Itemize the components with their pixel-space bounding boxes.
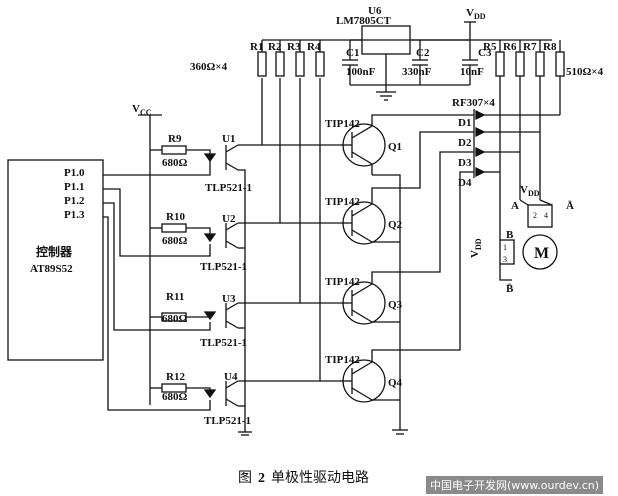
r2-ref: R2 — [268, 41, 282, 53]
pin-p1-2: P1.2 — [64, 195, 85, 207]
phase-b-bar-label: B̄ — [506, 283, 514, 295]
diode-d1 — [475, 109, 486, 121]
r9-value: 680Ω — [162, 157, 188, 169]
winding-a — [527, 204, 553, 228]
r12-ref: R12 — [166, 371, 185, 383]
vdd-side-label: VDD — [469, 238, 483, 258]
diode-d2 — [475, 126, 486, 138]
resistor-r7 — [535, 51, 545, 77]
d2-ref: D2 — [458, 137, 472, 149]
resistor-r2 — [275, 51, 285, 77]
u3-part: TLP521-1 — [200, 337, 247, 349]
phase-a-label: A — [511, 200, 519, 212]
r8-ref: R8 — [543, 41, 557, 53]
r7-ref: R7 — [523, 41, 537, 53]
opto-led-u4 — [203, 389, 217, 399]
opto-led-u1 — [203, 153, 217, 163]
motor-pin-2: 2 — [533, 211, 537, 220]
r1-ref: R1 — [250, 41, 263, 53]
controller-chip: AT89S52 — [30, 263, 73, 275]
u4-part: TLP521-1 — [204, 415, 251, 427]
controller-box — [7, 159, 104, 361]
resistor-r6 — [515, 51, 525, 77]
q1-ref: Q1 — [388, 141, 402, 153]
r12-value: 680Ω — [162, 391, 188, 403]
motor-pin-1: 1 — [503, 243, 507, 252]
controller-label: 控制器 — [36, 244, 73, 259]
d1-ref: D1 — [458, 117, 471, 129]
left-array-value: 360Ω×4 — [190, 61, 228, 73]
u4-ref: U4 — [224, 371, 238, 383]
c3-value: 10nF — [460, 66, 484, 78]
q4-ref: Q4 — [388, 377, 403, 389]
phase-b-label: B — [506, 229, 514, 241]
q3-part: TIP142 — [325, 276, 360, 288]
u1-ref: U1 — [222, 133, 235, 145]
diode-array-part: RF307×4 — [452, 97, 495, 109]
r5-ref: R5 — [483, 41, 497, 53]
q3-ref: Q3 — [388, 299, 403, 311]
d4-ref: D4 — [458, 177, 472, 189]
r3-ref: R3 — [287, 41, 301, 53]
u1-part: TLP521-1 — [205, 182, 252, 194]
resistor-r3 — [295, 51, 305, 77]
pin-p1-0: P1.0 — [64, 167, 85, 179]
pin-p1-3: P1.3 — [64, 209, 85, 221]
stepper-motor — [522, 234, 558, 270]
regulator-ref: U6 — [368, 5, 382, 17]
resistor-r1 — [257, 51, 267, 77]
u2-ref: U2 — [222, 213, 236, 225]
winding-b — [499, 239, 515, 265]
motor-pin-3: 3 — [503, 255, 507, 264]
resistor-r8 — [555, 51, 565, 77]
phase-a-bar-label: Ā — [566, 200, 574, 212]
u2-part: TLP521-1 — [200, 261, 247, 273]
r4-ref: R4 — [307, 41, 321, 53]
motor-pin-4: 4 — [544, 211, 548, 220]
c1-value: 100nF — [346, 66, 376, 78]
q4-part: TIP142 — [325, 354, 360, 366]
pin-p1-1: P1.1 — [64, 181, 84, 193]
c2-ref: C2 — [416, 47, 430, 59]
q2-part: TIP142 — [325, 196, 360, 208]
diode-d3 — [475, 146, 486, 158]
r11-ref: R11 — [166, 291, 184, 303]
resistor-r9 — [161, 145, 187, 155]
regulator-part: LM7805CT — [336, 15, 392, 27]
diode-d4 — [475, 166, 486, 178]
r10-ref: R10 — [166, 211, 185, 223]
vdd-label: VDD — [466, 7, 486, 21]
opto-led-u2 — [203, 233, 217, 243]
c2-value: 330nF — [402, 66, 432, 78]
resistor-r5 — [495, 51, 505, 77]
vcc-label: VCC — [132, 103, 152, 117]
u3-ref: U3 — [222, 293, 236, 305]
r6-ref: R6 — [503, 41, 517, 53]
r11-value: 680Ω — [162, 313, 188, 325]
watermark: 中国电子开发网(www.ourdev.cn) — [426, 476, 604, 494]
motor-symbol: M — [534, 245, 549, 262]
c1-ref: C1 — [346, 47, 359, 59]
vdd-motor-label: VDD — [520, 184, 540, 198]
q2-ref: Q2 — [388, 219, 403, 231]
r10-value: 680Ω — [162, 235, 188, 247]
opto-led-u3 — [203, 311, 217, 321]
right-array-value: 510Ω×4 — [566, 66, 604, 78]
r9-ref: R9 — [168, 133, 182, 145]
c3-ref: C3 — [478, 47, 492, 59]
d3-ref: D3 — [458, 157, 472, 169]
q1-part: TIP142 — [325, 118, 360, 130]
resistor-r4 — [315, 51, 325, 77]
resistor-r10 — [161, 223, 187, 233]
